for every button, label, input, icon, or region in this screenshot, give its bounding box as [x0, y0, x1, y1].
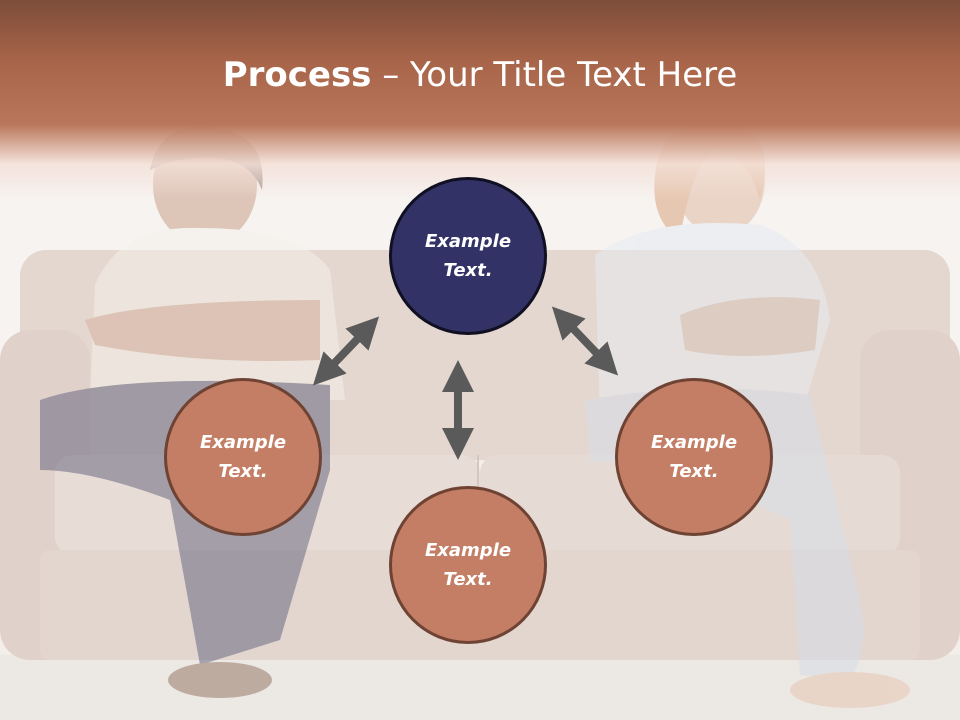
node-top-label: Example Text.	[424, 231, 512, 281]
process-node-top: Example Text.	[389, 177, 547, 335]
slide-title: Process – Your Title Text Here	[0, 52, 960, 98]
process-node-bottom: Example Text.	[389, 486, 547, 644]
node-left-label: Example Text.	[199, 432, 287, 482]
header-band	[0, 0, 960, 200]
title-bold: Process	[222, 55, 372, 95]
node-right-label: Example Text.	[650, 432, 738, 482]
process-node-left: Example Text.	[164, 378, 322, 536]
node-bottom-label: Example Text.	[424, 540, 512, 590]
process-node-right: Example Text.	[615, 378, 773, 536]
title-rest: – Your Title Text Here	[371, 55, 738, 95]
